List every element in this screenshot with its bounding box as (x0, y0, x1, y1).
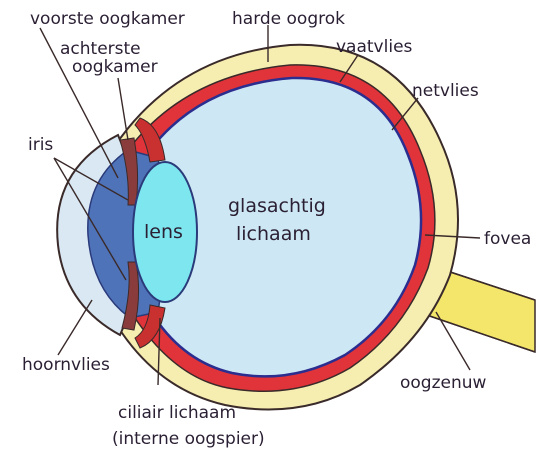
label-ciliary-body-1: ciliair lichaam (118, 403, 236, 423)
label-fovea: fovea (484, 229, 531, 249)
label-anterior-chamber: voorste oogkamer (30, 9, 185, 29)
label-lens: lens (144, 221, 183, 243)
label-choroid: vaatvlies (336, 37, 413, 57)
pointer-cornea (58, 300, 92, 355)
label-posterior-chamber-1: achterste (60, 39, 141, 59)
label-iris: iris (28, 135, 53, 155)
label-optic-nerve: oogzenuw (400, 373, 487, 393)
pointer-posterior-chamber (118, 78, 128, 140)
label-ciliary-body-2: (interne oogspier) (112, 429, 265, 449)
label-vitreous-2: lichaam (236, 223, 311, 245)
label-sclera: harde oogrok (232, 9, 345, 29)
label-cornea: hoornvlies (22, 355, 110, 375)
label-posterior-chamber-2: oogkamer (72, 57, 158, 77)
label-vitreous-1: glasachtig (228, 195, 326, 217)
label-retina: netvlies (412, 81, 479, 101)
